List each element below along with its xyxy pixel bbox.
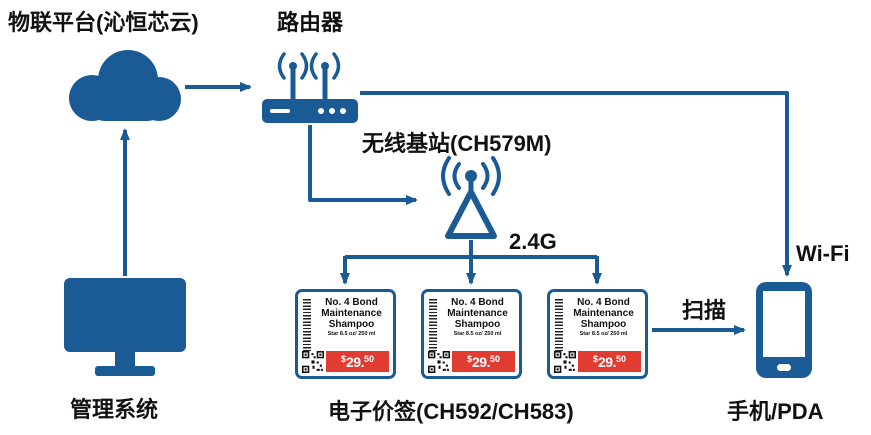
barcode-icon bbox=[429, 299, 437, 351]
barcode-icon bbox=[303, 299, 311, 351]
router-icon bbox=[262, 52, 358, 123]
price-currency: $ bbox=[467, 353, 473, 364]
tag-product-subtitle: Star 8.5 oz/ 250 ml bbox=[327, 331, 376, 337]
price-tag: No. 4 Bond Maintenance Shampoo Star 8.5 … bbox=[547, 289, 648, 379]
wifi-label: Wi-Fi bbox=[796, 241, 850, 266]
line-basestation-branch bbox=[345, 240, 597, 259]
tag-product-subtitle: Star 8.5 oz/ 250 ml bbox=[579, 331, 628, 337]
price-integer: 29. bbox=[472, 353, 490, 370]
price-currency: $ bbox=[341, 353, 347, 364]
price-badge: $29.50 bbox=[326, 351, 389, 372]
scan-label: 扫描 bbox=[682, 298, 727, 323]
arrow-router-to-phone bbox=[360, 91, 792, 277]
price-cents: 50 bbox=[615, 353, 626, 364]
tag-product-title: No. 4 Bond Maintenance Shampoo bbox=[573, 297, 634, 330]
qr-code-icon bbox=[302, 350, 324, 373]
price-currency: $ bbox=[593, 353, 599, 364]
price-cents: 50 bbox=[489, 353, 500, 364]
tag-product-title: No. 4 Bond Maintenance Shampoo bbox=[447, 297, 508, 330]
management-system-label: 管理系统 bbox=[70, 397, 159, 422]
antenna-icon bbox=[441, 156, 501, 239]
price-cents: 50 bbox=[363, 353, 374, 364]
qr-code-icon bbox=[554, 350, 576, 373]
price-badge: $29.50 bbox=[452, 351, 515, 372]
phone-pda-label: 手机/PDA bbox=[727, 399, 824, 424]
price-integer: 29. bbox=[598, 353, 616, 370]
barcode-icon bbox=[555, 299, 563, 351]
qr-code-icon bbox=[428, 350, 450, 373]
arrow-router-to-basestation bbox=[308, 125, 418, 205]
router-label: 路由器 bbox=[277, 10, 344, 35]
frequency-label: 2.4G bbox=[509, 229, 557, 254]
phone-icon bbox=[756, 282, 812, 378]
base-station-label: 无线基站(CH579M) bbox=[362, 131, 552, 156]
price-tag: No. 4 Bond Maintenance Shampoo Star 8.5 … bbox=[295, 289, 396, 379]
tag-product-subtitle: Star 8.5 oz/ 250 ml bbox=[453, 331, 502, 337]
price-integer: 29. bbox=[346, 353, 364, 370]
price-badge: $29.50 bbox=[578, 351, 641, 372]
iot-platform-label: 物联平台(沁恒芯云) bbox=[8, 10, 199, 35]
cloud-icon bbox=[69, 50, 181, 121]
monitor-icon bbox=[64, 278, 186, 376]
price-tag: No. 4 Bond Maintenance Shampoo Star 8.5 … bbox=[421, 289, 522, 379]
price-tags-label: 电子价签(CH592/CH583) bbox=[328, 399, 574, 424]
tag-product-title: No. 4 Bond Maintenance Shampoo bbox=[321, 297, 382, 330]
